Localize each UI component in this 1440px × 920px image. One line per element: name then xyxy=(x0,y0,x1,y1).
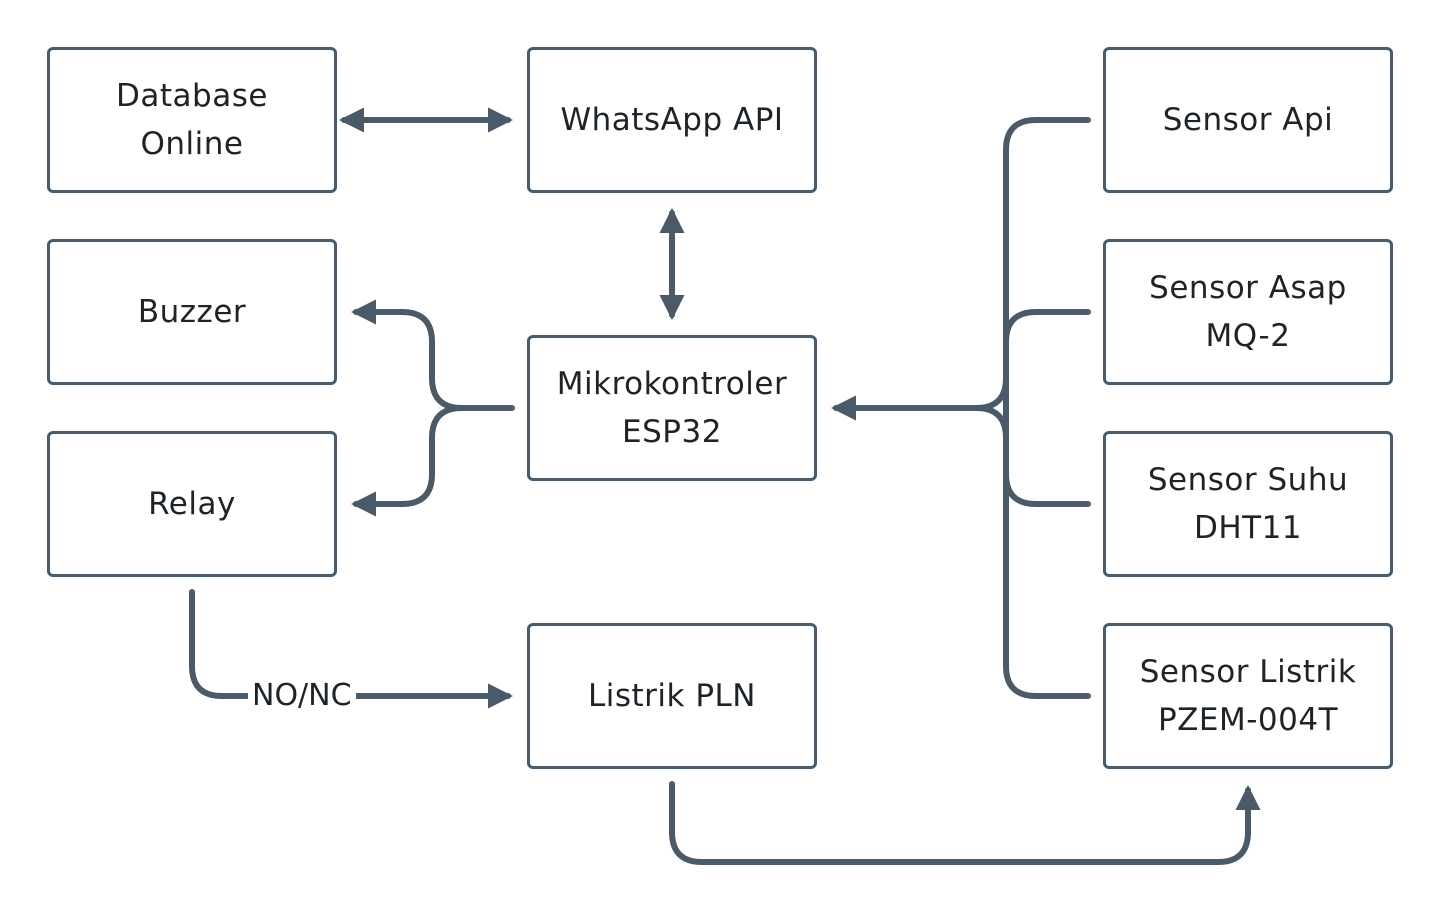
edge-mikrokontroler-relay xyxy=(350,405,465,517)
edge-sensor-asap-bus xyxy=(1003,309,1091,345)
node-relay-label: Relay xyxy=(148,486,236,522)
edge-pln-sensor-listrik xyxy=(669,781,1261,865)
edge-sensor-api-bus xyxy=(1003,117,1091,699)
edge-bus-mikrokontroler-lower xyxy=(973,405,1009,441)
node-sensor-listrik-line2: PZEM-004T xyxy=(1157,702,1339,738)
node-sensor-suhu-line1: Sensor Suhu xyxy=(1147,462,1349,498)
node-mikrokontroler-line2: ESP32 xyxy=(622,414,722,450)
node-database-line2: Online xyxy=(140,126,244,162)
node-listrik-pln-label: Listrik PLN xyxy=(587,678,756,714)
node-relay: Relay xyxy=(47,431,337,577)
edge-mikrokontroler-buzzer xyxy=(350,299,515,411)
node-sensor-api-label: Sensor Api xyxy=(1162,102,1334,138)
node-buzzer: Buzzer xyxy=(47,239,337,385)
edge-sensor-suhu-bus xyxy=(1003,471,1091,507)
node-whatsapp-api: WhatsApp API xyxy=(527,47,817,193)
node-sensor-suhu: Sensor Suhu DHT11 xyxy=(1103,431,1393,577)
node-sensor-api: Sensor Api xyxy=(1103,47,1393,193)
edge-label-no-nc: NO/NC xyxy=(248,678,356,714)
node-mikrokontroler-line1: Mikrokontroler xyxy=(556,366,788,402)
node-sensor-listrik: Sensor Listrik PZEM-004T xyxy=(1103,623,1393,769)
node-buzzer-label: Buzzer xyxy=(137,294,247,330)
node-database-online: Database Online xyxy=(47,47,337,193)
node-whatsapp-label: WhatsApp API xyxy=(560,102,784,138)
node-sensor-listrik-line1: Sensor Listrik xyxy=(1139,654,1357,690)
node-listrik-pln: Listrik PLN xyxy=(527,623,817,769)
node-sensor-suhu-line2: DHT11 xyxy=(1193,510,1303,546)
node-mikrokontroler: Mikrokontroler ESP32 xyxy=(527,335,817,481)
edge-relay-pln xyxy=(189,589,514,709)
node-sensor-asap: Sensor Asap MQ-2 xyxy=(1103,239,1393,385)
node-sensor-asap-line1: Sensor Asap xyxy=(1149,270,1347,306)
edge-bus-mikrokontroler xyxy=(830,375,1009,421)
node-database-line1: Database xyxy=(116,78,268,114)
node-sensor-asap-line2: MQ-2 xyxy=(1205,318,1291,354)
